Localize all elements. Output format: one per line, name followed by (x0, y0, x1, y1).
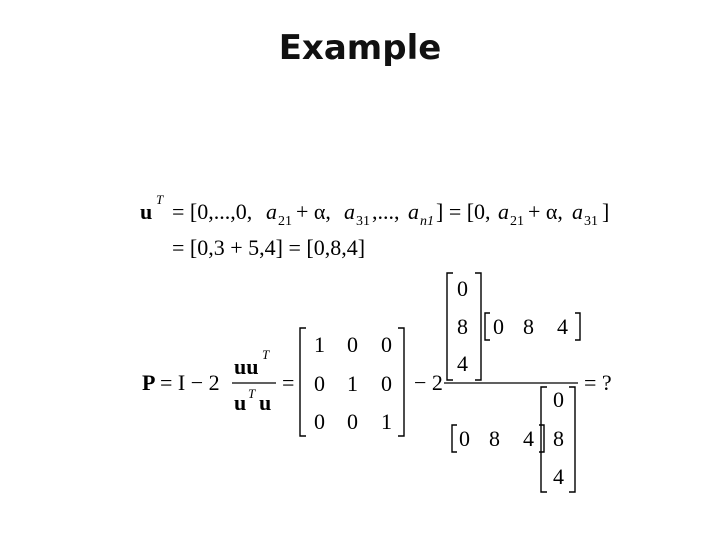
numerator-row-right-bracket (575, 312, 581, 341)
equation-line1-part1: = [0,...,0, (172, 199, 252, 224)
a31-subscript-rhs: 31 (584, 214, 598, 229)
a21-subscript-rhs: 21 (510, 214, 524, 229)
numerator-transpose-superscript: T (262, 347, 270, 362)
numerator-column-cell: 4 (457, 351, 468, 376)
identity-cell: 1 (381, 409, 392, 434)
numerator-row-left-bracket (484, 312, 490, 341)
identity-matrix-right-bracket (398, 327, 405, 437)
numerator-row-cell: 0 (493, 314, 504, 339)
ellipsis-term: ,..., (372, 199, 400, 224)
p-matrix-symbol: P (142, 370, 155, 395)
numerator-column-cell: 0 (457, 276, 468, 301)
denominator-row-cell: 0 (459, 426, 470, 451)
identity-cell: 0 (314, 409, 325, 434)
equals-identity-minus-two: = I − 2 (160, 370, 220, 395)
a31-symbol-rhs: a (572, 199, 583, 224)
numerator-row-cell: 8 (523, 314, 534, 339)
denominator-row-left-bracket (451, 424, 457, 453)
identity-cell: 0 (347, 409, 358, 434)
closing-bracket: ] (602, 199, 609, 224)
u-vector-symbol: u (140, 199, 152, 224)
denominator-u2: u (259, 390, 271, 415)
numerator-row-cell: 4 (557, 314, 568, 339)
a31-symbol: a (344, 199, 355, 224)
denominator-column-cell: 8 (553, 426, 564, 451)
denominator-row-cell: 8 (489, 426, 500, 451)
denominator-column-left-bracket (540, 386, 547, 493)
a31-subscript: 31 (356, 214, 370, 229)
identity-cell: 0 (347, 332, 358, 357)
slide-title: Example (278, 28, 442, 68)
identity-cell: 0 (314, 371, 325, 396)
denominator-column-right-bracket (569, 386, 576, 493)
a21-symbol-rhs: a (498, 199, 509, 224)
denominator-row-cell: 4 (523, 426, 534, 451)
plus-alpha-term: + α, (296, 199, 331, 224)
minus-two: − 2 (414, 370, 443, 395)
denominator-column-cell: 4 (553, 464, 564, 489)
denominator-u: u (234, 390, 246, 415)
identity-cell: 1 (314, 332, 325, 357)
identity-cell: 0 (381, 332, 392, 357)
identity-cell: 0 (381, 371, 392, 396)
numerator-column-left-bracket (446, 272, 453, 381)
denominator-column-cell: 0 (553, 387, 564, 412)
transpose-superscript: T (156, 192, 164, 207)
equals-question-mark: = ? (584, 370, 612, 395)
fraction-numerator: uu (234, 354, 258, 379)
identity-matrix-left-bracket (299, 327, 306, 437)
plus-alpha-term-rhs: + α, (528, 199, 563, 224)
numerator-column-right-bracket (475, 272, 482, 381)
an1-symbol: a (408, 199, 419, 224)
identity-cell: 1 (347, 371, 358, 396)
equation-line1-part2: ] = [0, (436, 199, 491, 224)
equation-line2: = [0,3 + 5,4] = [0,8,4] (172, 235, 365, 260)
denominator-transpose-superscript: T (248, 386, 256, 401)
a21-symbol: a (266, 199, 277, 224)
an1-subscript: n1 (420, 214, 434, 229)
numerator-column-cell: 8 (457, 314, 468, 339)
equals-sign: = (282, 370, 294, 395)
a21-subscript: 21 (278, 214, 292, 229)
